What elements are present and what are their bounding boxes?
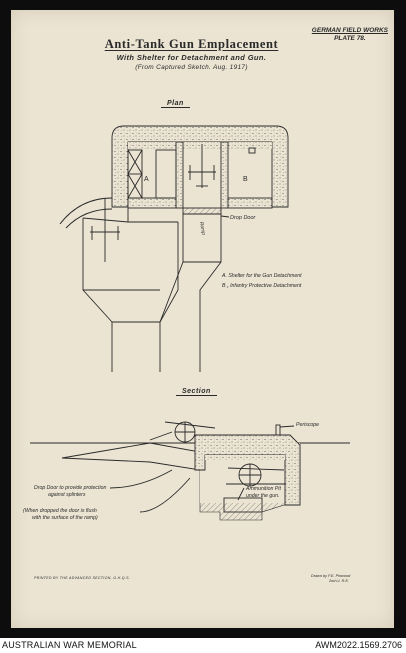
drop-door-note: Drop Door to provide protection (34, 485, 107, 491)
engineering-drawing: A B Ramp (30, 125, 350, 521)
flush-note-2: with the surface of the ramp) (32, 515, 98, 521)
document-title: Anti-Tank Gun Emplacement (104, 37, 279, 51)
section-drawing (30, 421, 350, 521)
room-b-label: B (243, 176, 248, 183)
drawn-by-name: Drawn by F.E. Pinwood (311, 574, 351, 578)
plan-drawing (59, 125, 289, 372)
plate-label: GERMAN FIELD WORKS PLATE 78. (312, 27, 388, 42)
printed-by: PRINTED BY THE ADVANCED SECTION, G.H.Q.S… (34, 576, 131, 580)
ammo-pit-label-2: under the gun. (246, 493, 280, 499)
drop-door-label: Drop Door (230, 215, 256, 221)
collection-credit: AUSTRALIAN WAR MEMORIAL (2, 640, 137, 650)
document-subtitle: With Shelter for Detachment and Gun. (116, 53, 267, 62)
plan-heading: Plan (161, 100, 190, 108)
periscope-label: Periscope (296, 422, 320, 428)
flush-note: (When dropped the door is flush (23, 508, 97, 514)
drop-door-note-2: against splinters (48, 492, 86, 498)
room-a-label: A (144, 176, 149, 183)
document-sheet (11, 10, 394, 628)
plate-series: GERMAN FIELD WORKS (311, 27, 388, 34)
ammo-pit-label: Ammunition Pit (246, 486, 281, 492)
ramp-label: Ramp (198, 221, 206, 235)
accession-number: AWM2022.1569.2706 (315, 640, 402, 650)
document-source-note: (From Captured Sketch. Aug. 1917) (135, 64, 248, 71)
drawn-by-rank: 2nd Lt. R.E. (329, 579, 350, 583)
legend-b: B „ Infantry Protective Detachment (222, 283, 302, 289)
plate-number: PLATE 78. (334, 34, 366, 42)
drawn-by: Drawn by F.E. Pinwood 2nd Lt. R.E. (311, 574, 350, 584)
section-heading: Section (176, 388, 217, 396)
legend-a: A. Shelter for the Gun Detachment (222, 273, 302, 279)
